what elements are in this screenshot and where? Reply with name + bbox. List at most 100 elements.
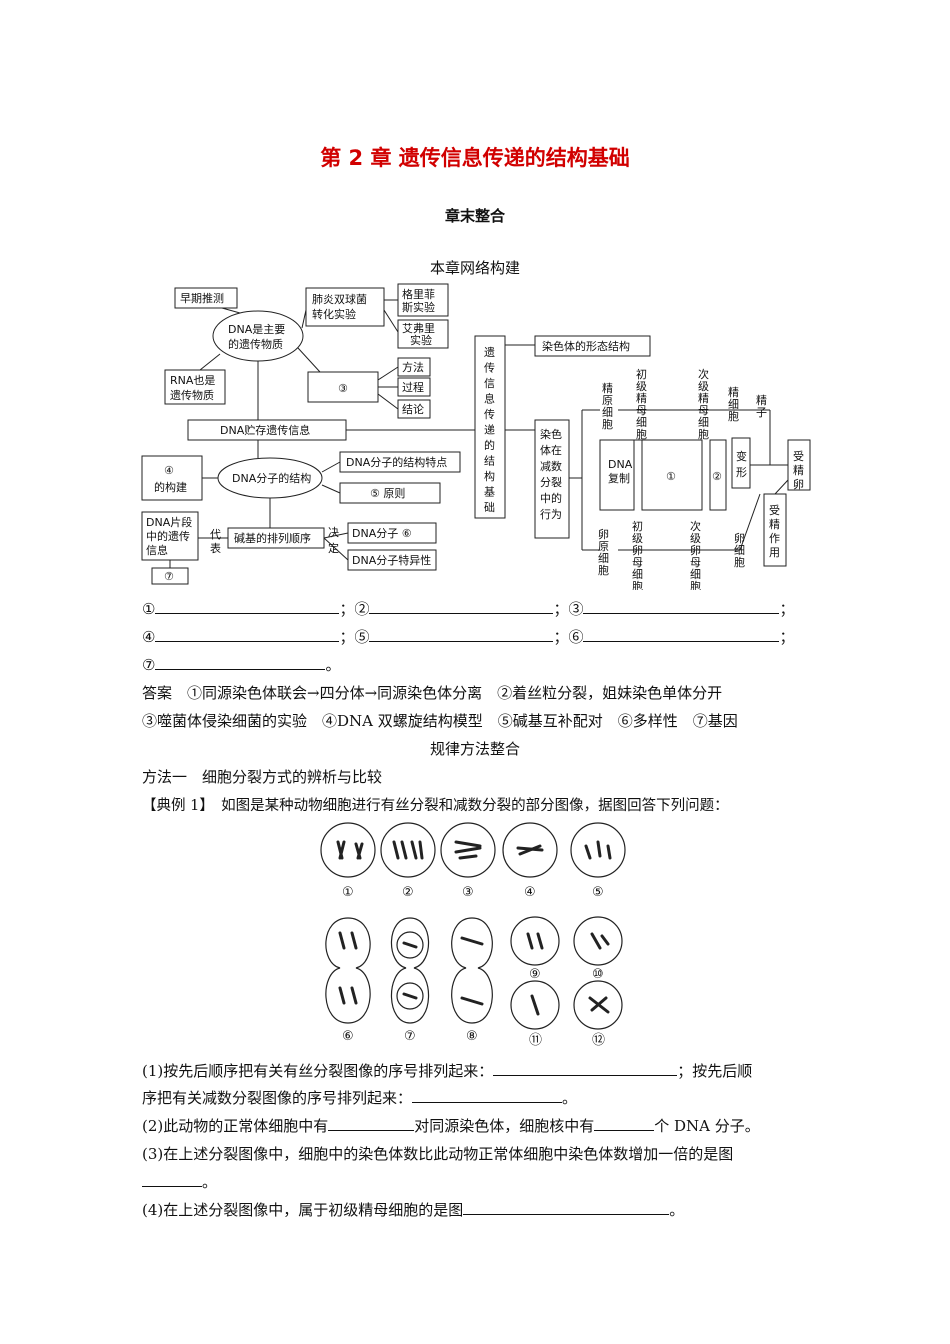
answer-line-1: 答案 ①同源染色体联会→四分体→同源染色体分离 ②着丝粒分裂，姐妹染色单体分开 [142,684,723,702]
blank-row-3: ⑦。 [142,654,340,675]
egg-cell-char-1: 细 [734,544,745,557]
meiosis-behavior-line-2: 减数 [540,460,562,473]
node-base-order: 碱基的排列顺序 [234,531,311,545]
question-1-blank-b[interactable] [412,1088,563,1103]
central-char-1: 传 [484,362,495,375]
example-intro: 【典例 1】 如图是某种动物细胞进行有丝分裂和减数分裂的部分图像，据图回答下列问… [142,798,729,814]
blank-5-label: ；⑤ [339,628,370,646]
question-3-blank[interactable] [142,1172,202,1187]
label-represent-1: 代 [210,528,221,541]
blank-3-semi: ； [779,600,795,618]
question-1-blank-a[interactable] [493,1061,678,1076]
question-3-line-2: 。 [142,1171,217,1192]
secondary-spermatocyte-char-2: 精 [698,392,709,405]
central-char-7: 结 [484,455,495,468]
cell-label-11: ⑪ [529,1033,542,1048]
blank-6-input[interactable] [583,627,780,642]
meiosis-behavior-line-1: 体在 [540,443,562,457]
fertilization-char-0: 受 [769,504,780,517]
blank-5-input[interactable] [369,627,554,642]
spermatid-char-2: 胞 [728,410,739,423]
meiosis-behavior-line-5: 行为 [540,508,562,521]
zygote-char-2: 卵 [793,478,804,491]
primary-oocyte-char-0: 初 [632,519,643,533]
cell-label-9: ⑨ [529,967,541,982]
blank-4-input[interactable] [155,627,340,642]
node-dna-store: DNA贮存遗传信息 [220,423,310,437]
spermatogonia-char-0: 精 [602,382,613,395]
node-fragment-1: DNA片段 [146,515,192,529]
egg-cell-char-0: 卵 [734,532,745,545]
primary-spermatocyte-char-0: 初 [636,367,647,381]
question-1-text-b: ；按先后顺 [677,1062,753,1080]
question-4: (4)在上述分裂图像中，属于初级精母细胞的是图 。 [142,1199,684,1220]
node-blank1: ① [666,470,676,483]
method-one: 方法一 细胞分裂方式的辨析与比较 [142,768,383,786]
question-2-text-b: 对同源染色体，细胞核中有 [414,1117,595,1135]
cell-label-4: ④ [524,885,536,900]
network-heading: 本章网络构建 [429,259,520,277]
secondary-spermatocyte-char-1: 级 [698,380,709,393]
question-1-text-c: 序把有关减数分裂图像的序号排列起来： [142,1089,413,1107]
blank-6-semi: ； [779,628,795,646]
node-dna-main-1: DNA是主要 [228,323,285,336]
zygote-char-0: 受 [793,450,804,463]
label-decide-2: 定 [328,541,339,555]
cell-label-10: ⑩ [592,967,604,982]
central-char-0: 遗 [484,345,495,359]
question-2-blank-a[interactable] [328,1116,415,1131]
blank-2-input[interactable] [369,599,554,614]
meiosis-behavior-line-3: 分裂 [540,476,562,489]
blank-7-label: ⑦ [142,656,156,674]
question-4-blank[interactable] [463,1200,670,1215]
fertilization-char-3: 用 [769,546,780,559]
question-4-end: 。 [669,1201,685,1219]
central-char-8: 构 [484,469,495,483]
secondary-oocyte-char-4: 细 [690,568,701,581]
secondary-oocyte-char-5: 胞 [690,580,701,590]
question-2-blank-b[interactable] [594,1116,655,1131]
question-1-end: 。 [562,1089,578,1107]
cell-label-5: ⑤ [592,885,604,900]
node-method: 方法 [402,360,424,374]
central-char-10: 础 [484,501,495,514]
blank-1-input[interactable] [155,599,340,614]
spermatid-char-0: 精 [728,386,739,399]
node-blank4-2: 的构建 [154,480,187,494]
node-fragment-3: 信息 [146,543,168,557]
central-char-4: 传 [484,408,495,421]
blank-7-end: 。 [325,656,341,674]
secondary-oocyte-char-3: 母 [690,556,701,569]
primary-spermatocyte-char-1: 级 [636,380,647,393]
blank-7-input[interactable] [155,655,326,670]
central-char-2: 信 [484,377,495,390]
question-3-text: (3)在上述分裂图像中，细胞中的染色体数比此动物正常体细胞中染色体数增加一倍的是… [142,1145,734,1163]
node-blank2: ② [712,470,722,483]
node-process: 过程 [402,381,424,394]
spermatogonia-char-1: 原 [602,394,613,407]
node-conclusion: 结论 [402,402,424,416]
node-dna-mol6: DNA分子 ⑥ [352,527,412,540]
node-dna-copy-1: DNA [608,458,633,471]
cell-label-6: ⑥ [342,1029,354,1044]
sperm-char-1: 子 [756,406,767,419]
cell-label-7: ⑦ [404,1029,416,1044]
blank-3-input[interactable] [583,599,780,614]
spermatogonia-char-3: 胞 [602,418,613,431]
question-3-end: 。 [202,1173,218,1191]
node-rna-1: RNA也是 [170,374,215,387]
oogonia-char-2: 细 [598,552,609,565]
primary-oocyte-char-1: 级 [632,532,643,545]
blank-row-2: ④；⑤；⑥； [142,626,795,647]
node-chrom-form: 染色体的形态结构 [542,339,630,353]
cell-label-1: ① [342,885,354,900]
node-rna-2: 遗传物质 [170,388,214,402]
blank-4-label: ④ [142,628,156,646]
chapter-title: 第 2 章 遗传信息传递的结构基础 [320,146,630,170]
primary-oocyte-char-2: 卵 [632,544,643,557]
question-4-text: (4)在上述分裂图像中，属于初级精母细胞的是图 [142,1201,464,1219]
egg-cell-char-2: 胞 [734,556,745,569]
blank-row-1: ①；②；③； [142,598,795,619]
node-blank4-1: ④ [164,464,174,477]
sperm-char-0: 精 [756,394,767,407]
